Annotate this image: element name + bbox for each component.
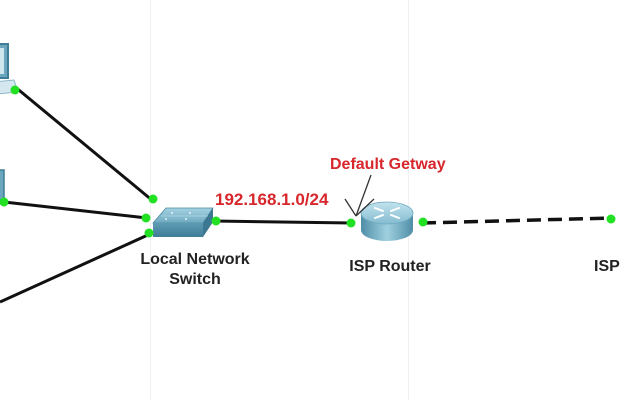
port-indicator [346, 218, 356, 228]
link-pc-top-to-switch[interactable] [13, 84, 154, 203]
port-indicator [141, 213, 151, 223]
switch-label-line1: Local Network [140, 251, 250, 268]
switch-label-line2: Switch [169, 271, 221, 288]
switch-icon[interactable] [152, 207, 214, 237]
gateway-arrow-icon [344, 174, 375, 217]
isp-router-icon[interactable] [360, 201, 414, 241]
port-indicator [144, 228, 154, 238]
port-indicator [418, 217, 428, 227]
pc-middle-icon[interactable] [0, 169, 5, 201]
link-switch-to-isp-router[interactable] [213, 219, 353, 225]
port-indicator [10, 85, 20, 95]
gateway-annotation: Default Getway [330, 156, 446, 173]
background-guide [408, 0, 409, 400]
port-indicators [0, 85, 616, 238]
link-offscreen-to-switch[interactable] [0, 232, 151, 304]
isp-remote-label: ISP [594, 258, 620, 275]
port-indicator [0, 197, 9, 207]
port-indicator [148, 194, 158, 204]
link-isp-router-to-isp[interactable] [421, 216, 613, 225]
isp-router-label: ISP Router [349, 258, 431, 275]
switch-label: Local Network Switch [120, 250, 270, 290]
links [0, 84, 613, 304]
port-indicator [211, 216, 221, 226]
subnet-annotation: 192.168.1.0/24 [215, 190, 329, 209]
port-indicator [606, 214, 616, 224]
link-pc-middle-to-switch[interactable] [3, 200, 148, 220]
